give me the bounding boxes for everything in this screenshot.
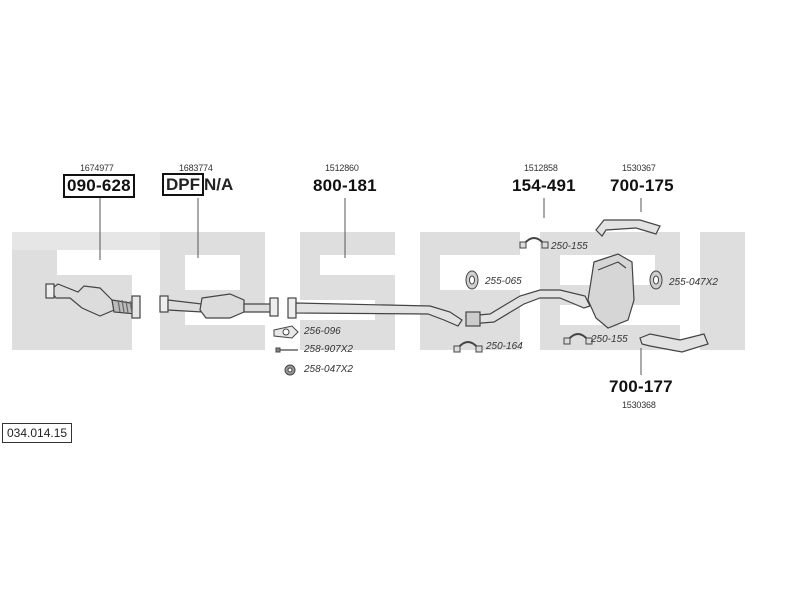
centre-pipe (287, 297, 463, 327)
hardware-label: 250-155 (551, 241, 588, 252)
hardware-label: 258-907X2 (304, 344, 353, 355)
hardware-label: 255-065 (485, 276, 522, 287)
hardware-label: 258-047X2 (304, 364, 353, 375)
clamp-icon-250-155-bottom (563, 333, 593, 345)
hardware-label: 250-164 (486, 341, 523, 352)
hardware-icons (273, 237, 663, 376)
ref-number: 1683774 (179, 163, 213, 173)
part-number-800-181[interactable]: 800-181 (313, 176, 377, 195)
ref-number: 1530368 (622, 400, 656, 410)
ref-number: 1674977 (80, 163, 114, 173)
part-number-700-175[interactable]: 700-175 (610, 176, 674, 195)
nut-icon-258-047x2 (284, 364, 296, 376)
hardware-label: 255-047X2 (669, 277, 718, 288)
hanger-icon-255-047x2 (649, 270, 663, 290)
gasket-icon-256-096 (273, 325, 299, 339)
dpf-na-label: N/A (204, 175, 234, 194)
rear-silencer (587, 219, 709, 353)
dpf-boxed-label: DPF (162, 173, 204, 196)
watermark-logo (12, 232, 745, 350)
part-number-154-491[interactable]: 154-491 (512, 176, 576, 195)
hanger-icon-255-065 (465, 270, 479, 290)
hardware-label: 250-155 (591, 334, 628, 345)
rear-pipe (465, 289, 591, 327)
part-number-090-628[interactable]: 090-628 (63, 174, 135, 198)
hardware-label: 256-096 (304, 326, 341, 337)
front-pipe-catalyst (45, 283, 141, 319)
clamp-icon-250-155-top (519, 237, 549, 249)
part-number-700-177[interactable]: 700-177 (609, 377, 673, 396)
dpf-section (159, 293, 279, 319)
ref-number: 1512858 (524, 163, 558, 173)
bolt-icon-258-907x2 (275, 347, 298, 353)
ref-number: 1530367 (622, 163, 656, 173)
ref-number: 1512860 (325, 163, 359, 173)
clamp-icon-250-164 (453, 341, 483, 353)
catalog-number-label: 034.014.15 (2, 423, 73, 443)
